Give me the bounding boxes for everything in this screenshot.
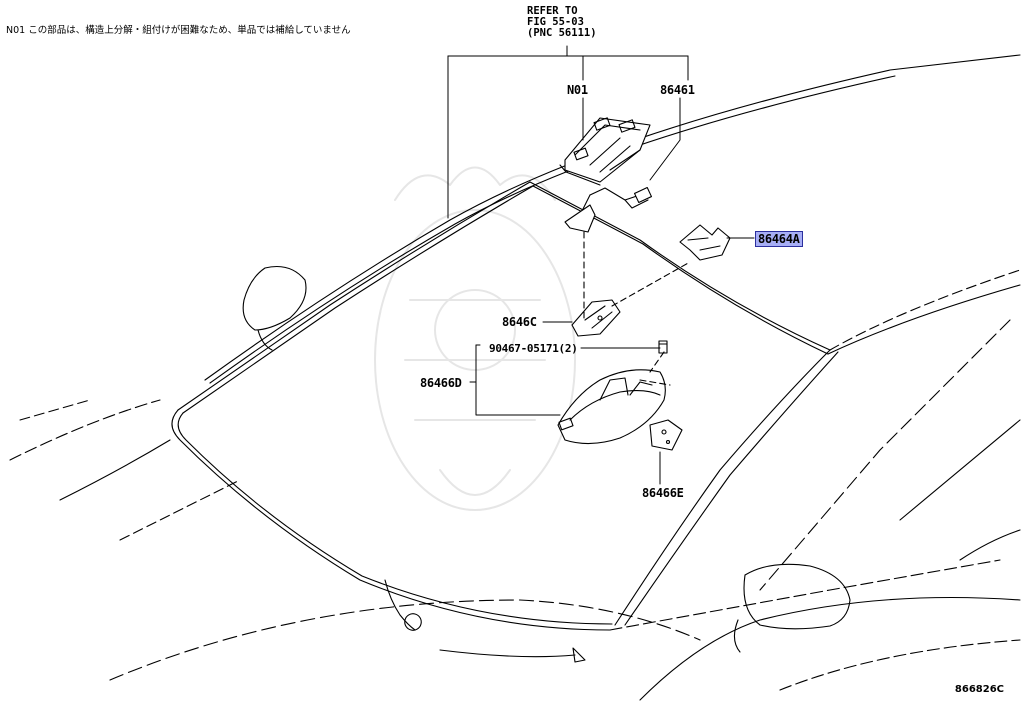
watermark-emblem — [374, 166, 576, 511]
part-label-86466d[interactable]: 86466D — [420, 376, 462, 390]
part-label-8646c[interactable]: 8646C — [502, 315, 537, 329]
car-body-lines — [9, 54, 1021, 701]
86464a-bracket — [679, 224, 731, 261]
n01-sensor-assembly — [559, 117, 651, 186]
refer-to-callout: REFER TO FIG 55-03 (PNC 56111) — [527, 6, 597, 39]
part-label-86464a[interactable]: 86464A — [755, 231, 803, 247]
refer-line-2: FIG 55-03 — [527, 16, 584, 28]
mount-plate — [564, 204, 596, 233]
refer-line-3: (PNC 56111) — [527, 27, 597, 39]
refer-line-1: REFER TO — [527, 5, 578, 17]
86466d-cover — [557, 369, 666, 445]
part-label-n01[interactable]: N01 — [567, 83, 588, 97]
86466e-plate — [649, 419, 683, 451]
86461-harness — [579, 186, 653, 216]
part-label-90467-05171[interactable]: 90467-05171(2) — [489, 342, 578, 355]
part-label-86461[interactable]: 86461 — [660, 83, 695, 97]
diagram-number: 866826C — [954, 684, 1004, 695]
leader-lines — [447, 45, 755, 485]
bolt-90467 — [658, 340, 668, 354]
8646c-bracket — [571, 299, 621, 337]
supply-note: N01 この部品は、構造上分解・組付けが困難なため、単品では補給していません — [6, 25, 351, 36]
part-label-86466e[interactable]: 86466E — [642, 486, 684, 500]
assembly-guides — [583, 231, 691, 386]
